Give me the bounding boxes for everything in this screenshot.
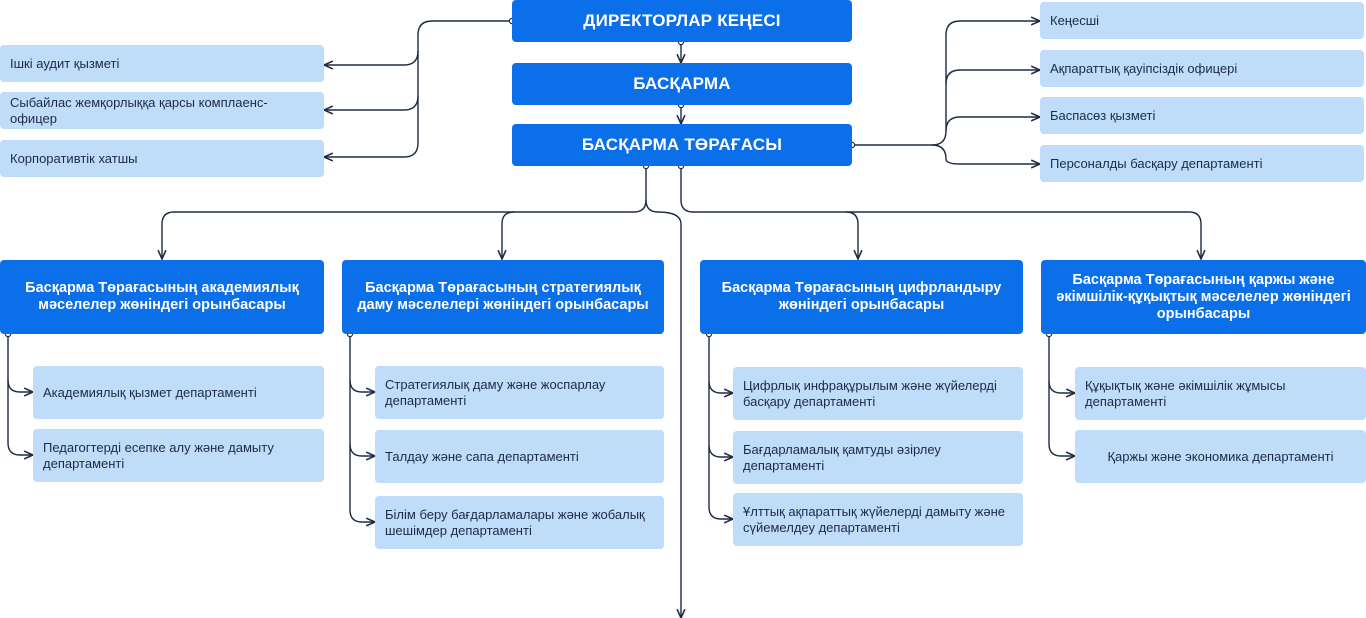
right-unit-label: Ақпараттық қауіпсіздік офицері — [1050, 60, 1238, 76]
board-of-directors-label: ДИРЕКТОРЛАР КЕҢЕСІ — [583, 11, 781, 30]
dept-software-development: Бағдарламалық қамтуды әзірлеу департамен… — [733, 431, 1023, 484]
chairman-box: БАСҚАРМА ТӨРАҒАСЫ — [512, 124, 852, 166]
deputy-finance-box: Басқарма Төрағасының қаржы және әкімшілі… — [1041, 260, 1366, 334]
department-label: Стратегиялық даму және жоспарлау департа… — [385, 376, 606, 408]
dept-legal-administrative: Құқықтық және әкімшілік жұмысы департаме… — [1075, 367, 1366, 420]
management-board-label: БАСҚАРМА — [633, 74, 731, 93]
left-unit-internal-audit: Ішкі аудит қызметі — [0, 45, 324, 82]
deputy-title: Басқарма Төрағасының академиялық мәселел… — [25, 280, 299, 313]
dept-national-info-systems: Ұлттық ақпараттық жүйелерді дамыту және … — [733, 493, 1023, 546]
right-unit-label: Персоналды басқару департаменті — [1050, 155, 1263, 171]
dept-digital-infrastructure: Цифрлық инфрақұрылым және жүйелерді басқ… — [733, 367, 1023, 420]
deputy-digital-box: Басқарма Төрағасының цифрландыру жөнінде… — [700, 260, 1023, 334]
department-label: Цифрлық инфрақұрылым және жүйелерді басқ… — [743, 377, 997, 409]
dept-teacher-development: Педагогтерді есепке алу және дамыту депа… — [33, 429, 324, 482]
department-label: Талдау және сапа департаменті — [385, 448, 579, 464]
right-unit-hr-department: Персоналды басқару департаменті — [1040, 145, 1364, 182]
dept-analysis-quality: Талдау және сапа департаменті — [375, 430, 664, 483]
dept-academic-activity: Академиялық қызмет департаменті — [33, 366, 324, 419]
left-unit-anticorruption-officer: Сыбайлас жемқорлыққа қарсы комплаенс-офи… — [0, 92, 324, 129]
left-unit-corporate-secretary: Корпоративтік хатшы — [0, 140, 324, 177]
right-unit-label: Кеңесші — [1050, 12, 1100, 28]
deputy-strategic-box: Басқарма Төрағасының стратегиялық даму м… — [342, 260, 664, 334]
dept-education-programs: Білім беру бағдарламалары және жобалық ш… — [375, 496, 664, 549]
left-unit-label: Ішкі аудит қызметі — [10, 55, 120, 71]
department-label: Білім беру бағдарламалары және жобалық ш… — [385, 506, 645, 538]
chairman-label: БАСҚАРМА ТӨРАҒАСЫ — [581, 135, 783, 154]
dept-strategic-planning: Стратегиялық даму және жоспарлау департа… — [375, 366, 664, 419]
right-unit-advisor: Кеңесші — [1040, 2, 1364, 39]
management-board-box: БАСҚАРМА — [512, 63, 852, 105]
right-unit-press-service: Баспасөз қызметі — [1040, 97, 1364, 134]
deputy-title: Басқарма Төрағасының стратегиялық даму м… — [357, 280, 649, 313]
deputy-title: Басқарма Төрағасының цифрландыру жөнінде… — [721, 280, 1002, 313]
department-label: Құқықтық және әкімшілік жұмысы департаме… — [1085, 377, 1286, 409]
department-label: Бағдарламалық қамтуды әзірлеу департамен… — [743, 441, 941, 473]
board-of-directors-box: ДИРЕКТОРЛАР КЕҢЕСІ — [512, 0, 852, 42]
deputy-academic-box: Басқарма Төрағасының академиялық мәселел… — [0, 260, 324, 334]
left-unit-label: Корпоративтік хатшы — [10, 150, 138, 166]
department-label: Қаржы және экономика департаменті — [1107, 448, 1334, 464]
department-label: Академиялық қызмет департаменті — [43, 384, 257, 400]
department-label: Педагогтерді есепке алу және дамыту депа… — [43, 439, 274, 471]
dept-finance-economics: Қаржы және экономика департаменті — [1075, 430, 1366, 483]
deputy-title: Басқарма Төрағасының қаржы және әкімшілі… — [1056, 271, 1351, 322]
department-label: Ұлттық ақпараттық жүйелерді дамыту және … — [743, 503, 1006, 535]
left-unit-label: Сыбайлас жемқорлыққа қарсы комплаенс-офи… — [10, 94, 268, 126]
right-unit-label: Баспасөз қызметі — [1050, 107, 1156, 123]
right-unit-infosec-officer: Ақпараттық қауіпсіздік офицері — [1040, 50, 1364, 87]
